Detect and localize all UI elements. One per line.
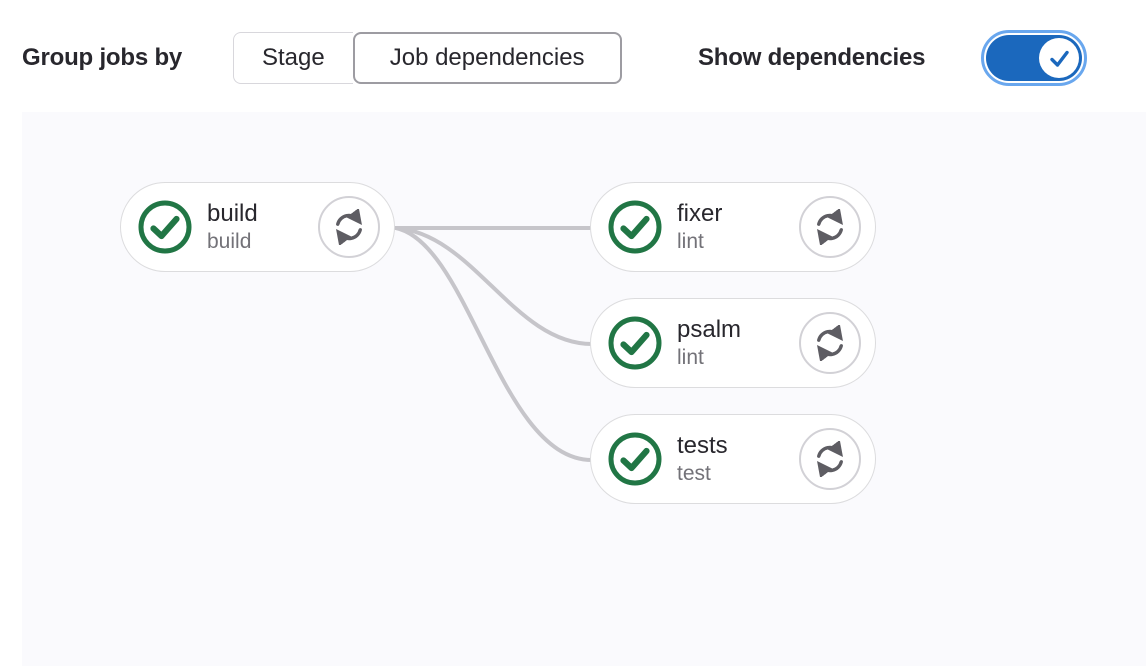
job-node-psalm[interactable]: psalm lint [590,298,876,388]
status-success-icon [607,199,663,255]
job-text: build build [207,199,258,255]
toggle-knob [1039,38,1079,78]
retry-icon [812,209,848,245]
job-stage: lint [677,230,704,253]
job-text: psalm lint [677,315,741,371]
job-name: tests [677,432,728,459]
job-node-tests[interactable]: tests test [590,414,876,504]
status-success-icon [607,431,663,487]
job-stage: build [207,230,252,253]
job-text: tests test [677,431,728,487]
link-build-psalm [394,226,594,346]
link-build-tests [394,226,594,462]
retry-button[interactable] [799,428,861,490]
group-jobs-by-label: Group jobs by [22,44,183,71]
job-node-build[interactable]: build build [120,182,395,272]
retry-button[interactable] [318,196,380,258]
show-dependencies-toggle[interactable] [981,30,1087,86]
group-jobs-by-segmented-control: Stage Job dependencies [233,32,622,84]
job-node-fixer[interactable]: fixer lint [590,182,876,272]
show-dependencies-label: Show dependencies [698,44,926,71]
status-success-icon [607,315,663,371]
retry-icon [331,209,367,245]
check-icon [1049,50,1069,67]
pipeline-graph-canvas: build build fixer lint psalm lint [22,112,1146,666]
job-name: fixer [677,200,723,227]
retry-icon [812,441,848,477]
status-success-icon [137,199,193,255]
toggle-track [986,35,1082,81]
stage-button[interactable]: Stage [233,32,353,84]
job-stage: test [677,462,711,485]
job-dependencies-button[interactable]: Job dependencies [352,32,622,84]
job-text: fixer lint [677,199,722,255]
dependency-links [394,226,594,462]
retry-button[interactable] [799,196,861,258]
job-name: build [207,200,258,227]
job-name: psalm [677,316,742,343]
retry-icon [812,325,848,361]
retry-button[interactable] [799,312,861,374]
job-stage: lint [677,346,704,369]
